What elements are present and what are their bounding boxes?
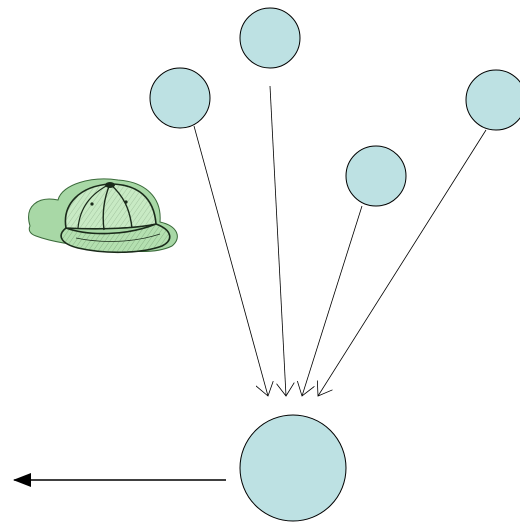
- edges: [193, 85, 487, 396]
- edge-input-3-to-output: [302, 205, 363, 396]
- node-output: [239, 414, 347, 522]
- nodes: [149, 7, 520, 522]
- baseball-cap-icon: [28, 178, 178, 254]
- edge-input-2-to-output: [269, 85, 286, 396]
- node-input-2: [239, 7, 301, 69]
- node-input-4: [465, 69, 520, 131]
- node-input-1: [149, 67, 211, 129]
- node-input-3: [345, 145, 407, 207]
- edge-input-1-to-output: [193, 125, 268, 396]
- edge-input-4-to-output: [318, 129, 487, 396]
